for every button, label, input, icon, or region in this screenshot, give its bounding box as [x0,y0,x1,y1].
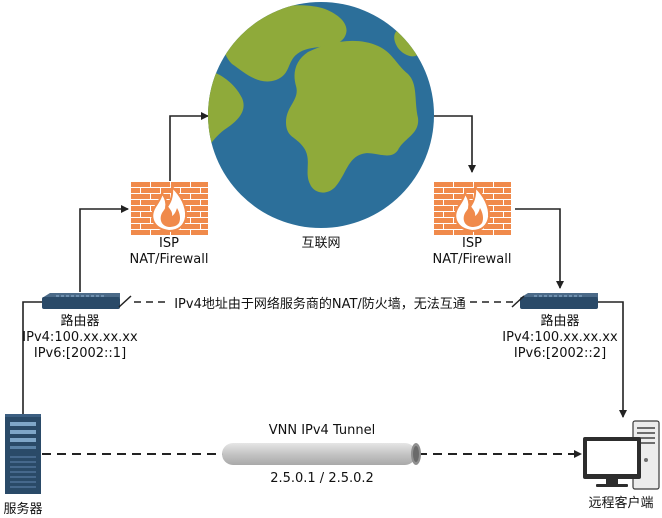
router-to-client-line [598,301,627,418]
router-left-ipv4: IPv4:100.xx.xx.xx [22,330,138,345]
blocked-link-label: IPv4地址由于网络服务商的NAT/防火墙，无法互通 [174,296,466,312]
firewall-left-line1: ISP [159,236,179,251]
server-icon [5,414,41,494]
router-right-ipv4: IPv4:100.xx.xx.xx [502,330,618,345]
client-computer-icon [583,420,660,490]
server-to-router-line [22,301,42,414]
firewall-left-line2: NAT/Firewall [130,252,209,267]
tunnel-addresses: 2.5.0.1 / 2.5.0.2 [270,471,374,486]
firewall-right-line2: NAT/Firewall [433,252,512,267]
firewall-to-router-line [515,208,564,289]
router-icon-right [511,293,598,309]
internet-label: 互联网 [301,236,340,251]
firewall-to-internet-line [169,112,209,182]
client-label: 远程客户端 [588,495,653,511]
tunnel-title: VNN IPv4 Tunnel [269,423,376,438]
router-right-label: 路由器 [540,313,579,329]
server-label: 服务器 [3,501,42,517]
globe-landmass-east [286,40,419,193]
router-left-label: 路由器 [60,313,99,329]
globe-landmass-north [222,5,347,82]
router-left-ipv6: IPv6:[2002::1] [34,346,126,361]
firewall-icon-right [434,181,511,235]
firewall-right-line1: ISP [462,236,482,251]
globe-icon [208,2,434,228]
router-to-firewall-line [79,205,129,292]
router-icon-left [42,293,132,309]
internet-to-firewall-line [432,115,476,173]
router-right-ipv6: IPv6:[2002::2] [514,346,606,361]
connection-lines [22,112,627,458]
tunnel-pipe-icon [222,443,421,465]
firewall-icon-left [131,181,208,235]
